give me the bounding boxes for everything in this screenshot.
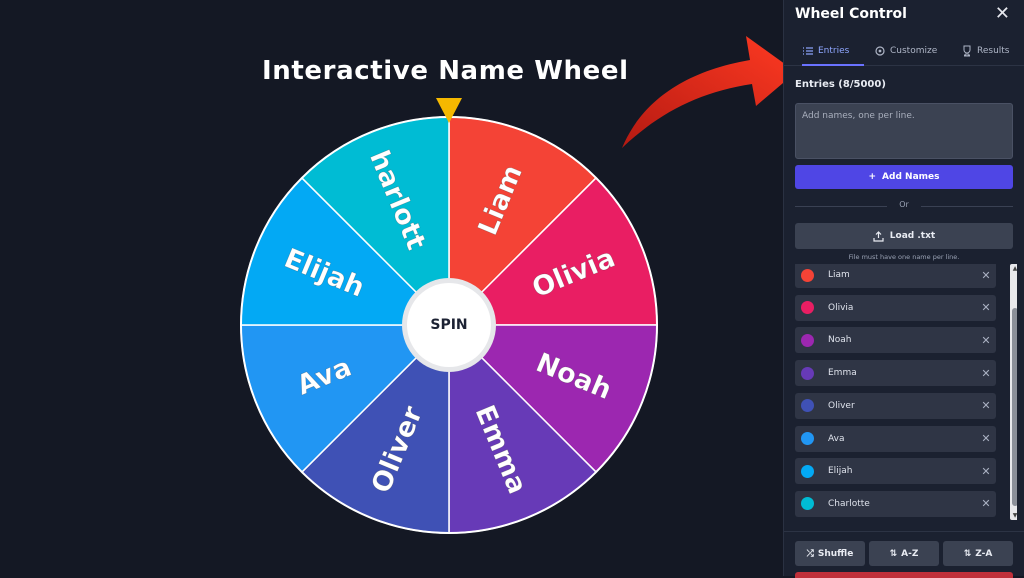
list-item[interactable]: Ava ✕ (795, 425, 996, 452)
scroll-down-icon[interactable]: ▼ (1012, 512, 1017, 519)
panel-tabs: Entries Customize Results (784, 38, 1024, 66)
entry-name: Emma (828, 368, 857, 379)
spin-action-button[interactable] (795, 572, 1013, 578)
gear-icon (875, 46, 885, 56)
shuffle-label: Shuffle (817, 548, 854, 559)
sort-az-button[interactable]: ⇅ A-Z (869, 541, 939, 566)
curved-arrow-icon (622, 36, 796, 148)
tab-entries[interactable]: Entries (802, 38, 864, 66)
list-item[interactable]: Liam ✕ (795, 264, 996, 288)
color-dot (801, 432, 814, 445)
entries-scrollbar[interactable]: ▲ ▼ (1010, 264, 1017, 520)
spin-label: SPIN (430, 317, 467, 333)
remove-entry-icon[interactable]: ✕ (981, 333, 991, 347)
wheel-control-panel: Wheel Control ✕ Entries Customize Result… (783, 0, 1024, 578)
close-icon[interactable]: ✕ (994, 3, 1010, 24)
sort-za-label: Z-A (975, 548, 993, 559)
entry-name: Oliver (828, 400, 855, 411)
list-item[interactable]: Emma ✕ (795, 360, 996, 387)
remove-entry-icon[interactable]: ✕ (981, 268, 991, 282)
remove-entry-icon[interactable]: ✕ (981, 366, 991, 380)
or-label: Or (899, 200, 909, 209)
load-hint: File must have one name per line. (848, 253, 960, 261)
sort-icon: ⇅ (963, 548, 972, 559)
name-wheel[interactable]: LiamOliviaNoahEmmaOliverAvaElijahharlott… (0, 0, 783, 576)
sort-az-label: A-Z (901, 548, 919, 559)
add-names-button[interactable]: + Add Names (795, 165, 1013, 189)
or-divider: Or (795, 200, 1013, 212)
trophy-icon (963, 45, 971, 57)
shuffle-button[interactable]: ⤮ Shuffle (795, 541, 865, 566)
scroll-up-icon[interactable]: ▲ (1012, 265, 1017, 272)
tab-results-label: Results (977, 46, 1010, 56)
entry-name: Charlotte (828, 498, 870, 509)
list-item[interactable]: Oliver ✕ (795, 392, 996, 419)
remove-entry-icon[interactable]: ✕ (981, 301, 991, 315)
list-item[interactable]: Noah ✕ (795, 327, 996, 354)
sort-za-button[interactable]: ⇅ Z-A (943, 541, 1013, 566)
load-txt-button[interactable]: Load .txt (795, 223, 1013, 249)
entry-name: Elijah (828, 466, 853, 477)
list-item[interactable]: Elijah ✕ (795, 458, 996, 485)
plus-icon: + (868, 172, 877, 182)
tab-customize-label: Customize (890, 46, 938, 56)
color-dot (801, 268, 814, 282)
entry-name: Noah (828, 335, 852, 346)
shuffle-icon: ⤮ (806, 548, 814, 559)
tab-results[interactable]: Results (961, 38, 1010, 64)
panel-title: Wheel Control (795, 6, 907, 22)
bottom-divider (784, 531, 1024, 532)
entries-count-label: Entries (8/5000) (795, 79, 886, 90)
remove-entry-icon[interactable]: ✕ (981, 497, 991, 511)
list-item[interactable]: Charlotte ✕ (795, 490, 996, 517)
load-txt-label: Load .txt (889, 231, 936, 241)
names-input[interactable] (795, 103, 1013, 159)
list-item[interactable]: Olivia ✕ (795, 294, 996, 321)
color-dot (801, 333, 814, 347)
remove-entry-icon[interactable]: ✕ (981, 399, 991, 413)
pointer-icon (436, 98, 462, 123)
entry-name: Liam (828, 270, 850, 280)
list-icon (803, 47, 813, 55)
scrollbar-thumb[interactable] (1012, 308, 1017, 506)
remove-entry-icon[interactable]: ✕ (981, 432, 991, 445)
entries-list: Liam ✕ Olivia ✕ Noah ✕ Emma ✕ Oliver ✕ Ava ✕ Elijah ✕… (795, 264, 1017, 520)
color-dot (801, 399, 814, 413)
tab-entries-label: Entries (818, 46, 850, 56)
tab-customize[interactable]: Customize (874, 38, 937, 64)
upload-icon (873, 230, 884, 242)
color-dot (801, 464, 814, 478)
remove-entry-icon[interactable]: ✕ (981, 464, 991, 478)
sort-icon: ⇅ (889, 548, 898, 559)
spin-button[interactable] (407, 283, 491, 367)
color-dot (801, 366, 814, 380)
color-dot (801, 301, 814, 315)
add-names-label: Add Names (882, 172, 940, 182)
page-title: Interactive Name Wheel (262, 56, 629, 86)
entry-name: Ava (828, 433, 845, 444)
entry-name: Olivia (828, 302, 854, 313)
color-dot (801, 497, 814, 511)
